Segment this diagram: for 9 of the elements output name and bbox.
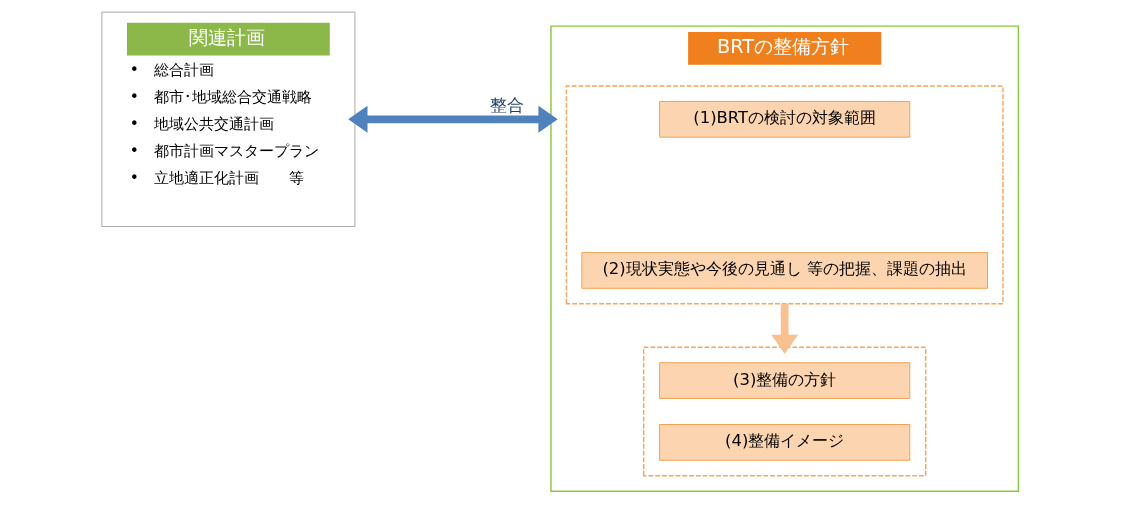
node-box: (2)現状実態や今後の見通し 等の把握、課題の抽出 (580, 252, 988, 289)
node-box: (3)整備の方針 (658, 362, 910, 399)
edge-label: 整合 (489, 95, 524, 116)
node-box: (1)BRTの検討の対象範囲 (658, 100, 910, 138)
cluster (565, 85, 1004, 305)
node-box: (4)整備イメージ (658, 424, 910, 461)
node-box: 関連計画 • 総合計画 • 都市･地域総合交通戦略 • 地域公共交通計画 • 都市計画マスタープラン • 立地適正化計画 等 (100, 11, 355, 227)
cluster (642, 346, 926, 477)
arrow (347, 105, 558, 133)
